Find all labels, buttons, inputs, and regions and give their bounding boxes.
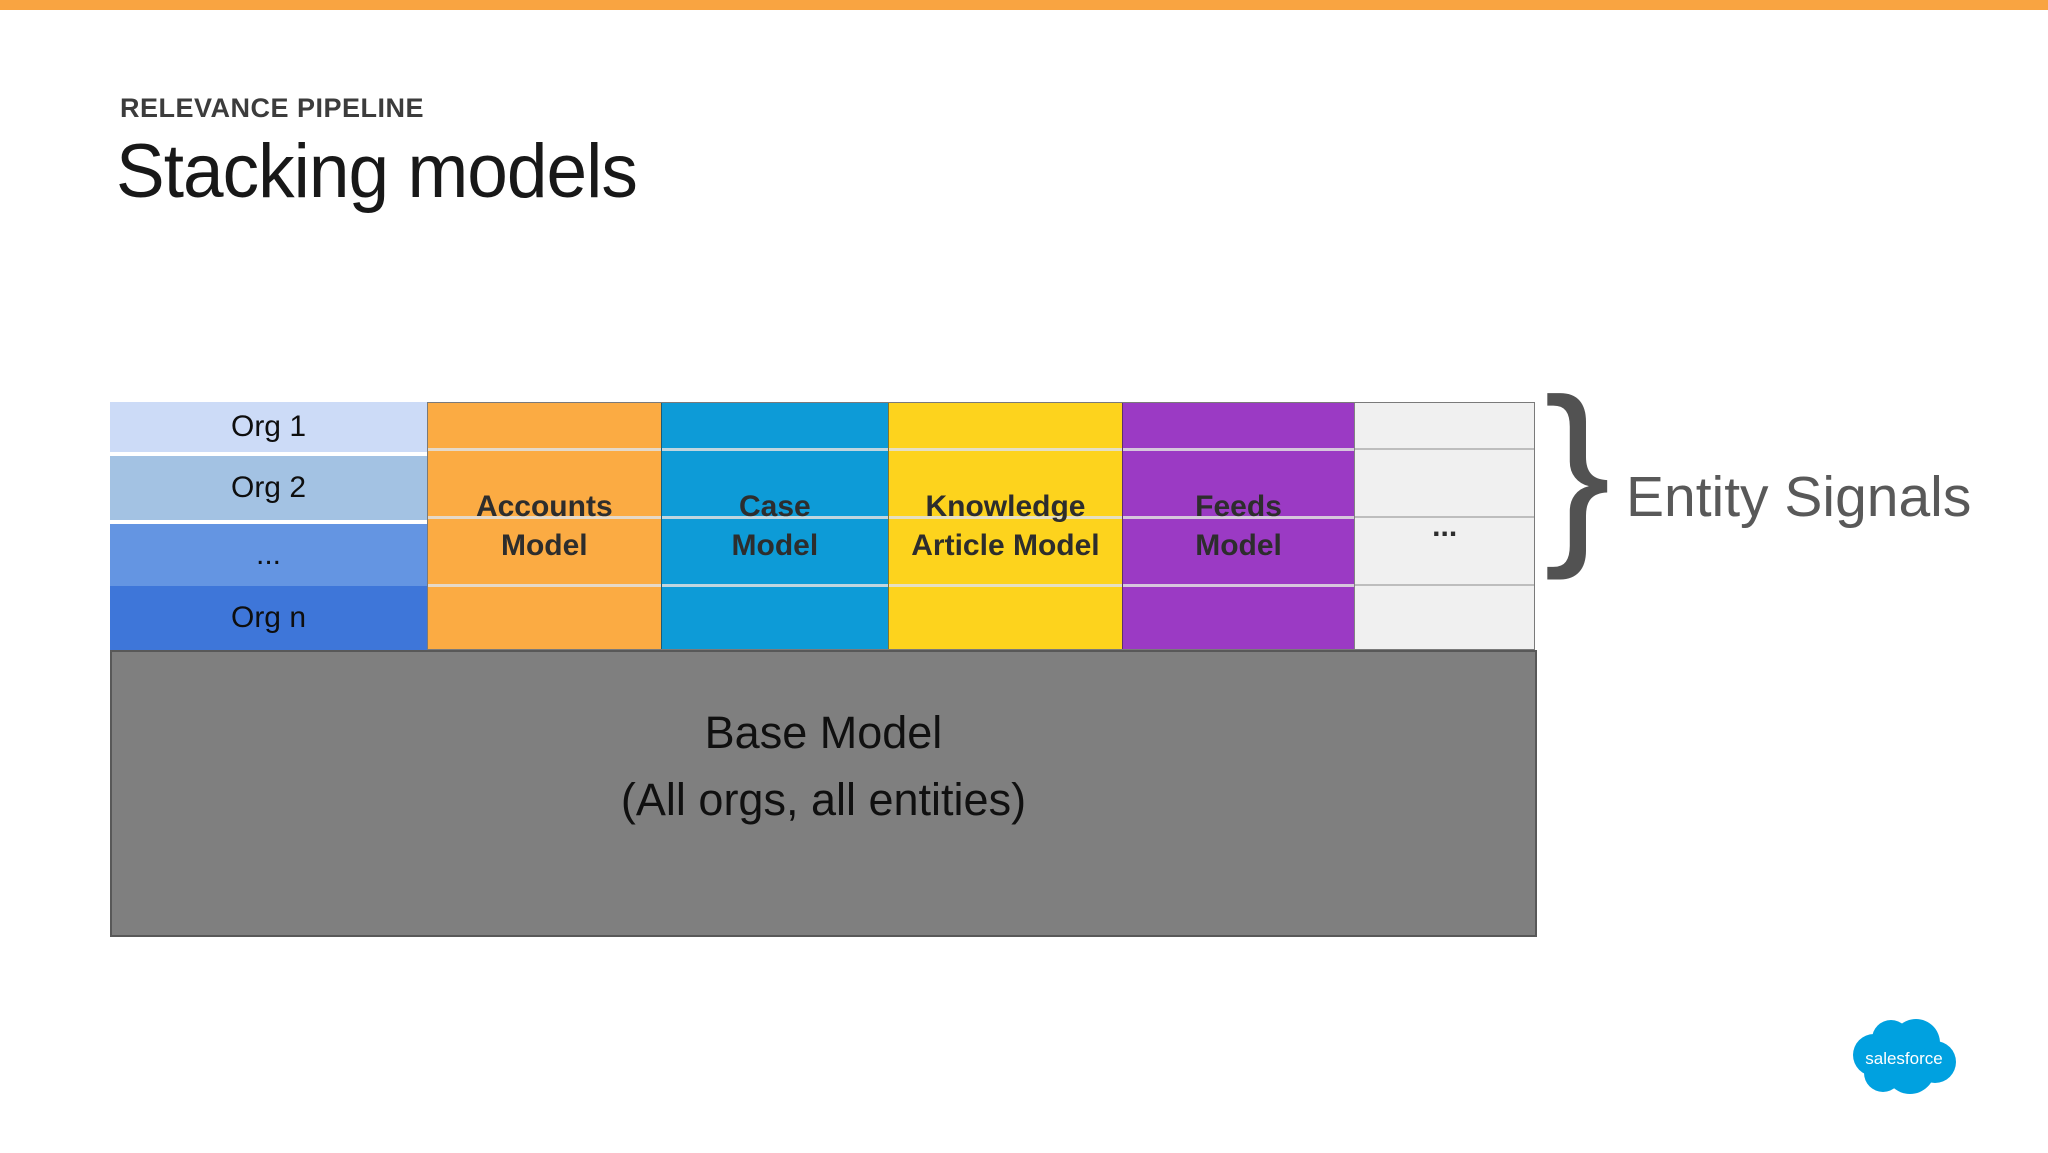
org-row-n: Org n [110, 586, 427, 650]
org-row-ellipsis-label: ... [255, 538, 281, 571]
org-row-2: Org 2 [110, 456, 427, 520]
org-row-2-label: Org 2 [230, 471, 307, 504]
org-stack: Org 1 Org 2 ... Org n [110, 402, 427, 650]
row-divider [428, 448, 661, 451]
page-title: Stacking models [116, 129, 638, 214]
row-divider [1355, 448, 1534, 450]
model-column-ellipsis-label: ... [1355, 403, 1534, 649]
model-grid: Accounts Model Case Model Knowledge Arti… [427, 402, 1535, 650]
salesforce-cloud: salesforce [1853, 1019, 1956, 1094]
label-line: Case [739, 490, 811, 523]
row-divider [889, 448, 1122, 451]
model-column-case-label: Case Model [662, 403, 889, 649]
row-divider [428, 516, 661, 519]
label-line: Feeds [1195, 490, 1282, 523]
row-divider [889, 584, 1122, 587]
row-divider [1122, 448, 1355, 451]
entity-signals-label: Entity Signals [1626, 465, 1972, 529]
row-divider [1122, 516, 1355, 519]
model-column-accounts-label: Accounts Model [428, 403, 661, 649]
salesforce-logo: salesforce [1850, 1016, 1958, 1104]
base-model-title: Base Model [704, 706, 943, 758]
row-divider [1122, 584, 1355, 587]
org-row-n-label: Org n [230, 601, 307, 634]
curly-brace: } [1544, 358, 1611, 581]
base-model-subtitle: (All orgs, all entities) [620, 774, 1027, 825]
row-divider [661, 584, 889, 587]
label-line: Model [731, 529, 819, 562]
org-row-1: Org 1 [110, 402, 427, 452]
model-column-feeds-label: Feeds Model [1123, 403, 1355, 649]
row-divider [1355, 584, 1534, 586]
model-column-feeds: Feeds Model [1121, 403, 1355, 649]
label-line: Knowledge [925, 490, 1086, 523]
row-divider [661, 448, 889, 451]
model-column-knowledge: Knowledge Article Model [888, 403, 1122, 649]
cloud-shape [1853, 1019, 1956, 1094]
label-line: Model [1195, 529, 1282, 562]
org-row-1-label: Org 1 [230, 410, 307, 443]
label-line: ... [1432, 509, 1458, 543]
model-column-accounts: Accounts Model [428, 403, 661, 649]
label-line: Accounts [475, 490, 613, 523]
org-row-ellipsis: ... [110, 524, 427, 586]
model-column-knowledge-label: Knowledge Article Model [889, 403, 1122, 649]
accent-bar [0, 0, 2048, 10]
row-divider [428, 584, 661, 587]
row-divider [889, 516, 1122, 519]
salesforce-wordmark: salesforce [1865, 1049, 1942, 1068]
row-divider [661, 516, 889, 519]
model-column-case: Case Model [660, 403, 889, 649]
label-line: Article Model [911, 529, 1100, 562]
slide-eyebrow: RELEVANCE PIPELINE [120, 93, 425, 123]
label-line: Model [500, 529, 588, 562]
base-model-box: Base Model (All orgs, all entities) [110, 650, 1537, 937]
row-divider [1355, 516, 1534, 518]
model-column-ellipsis: ... [1354, 403, 1534, 649]
